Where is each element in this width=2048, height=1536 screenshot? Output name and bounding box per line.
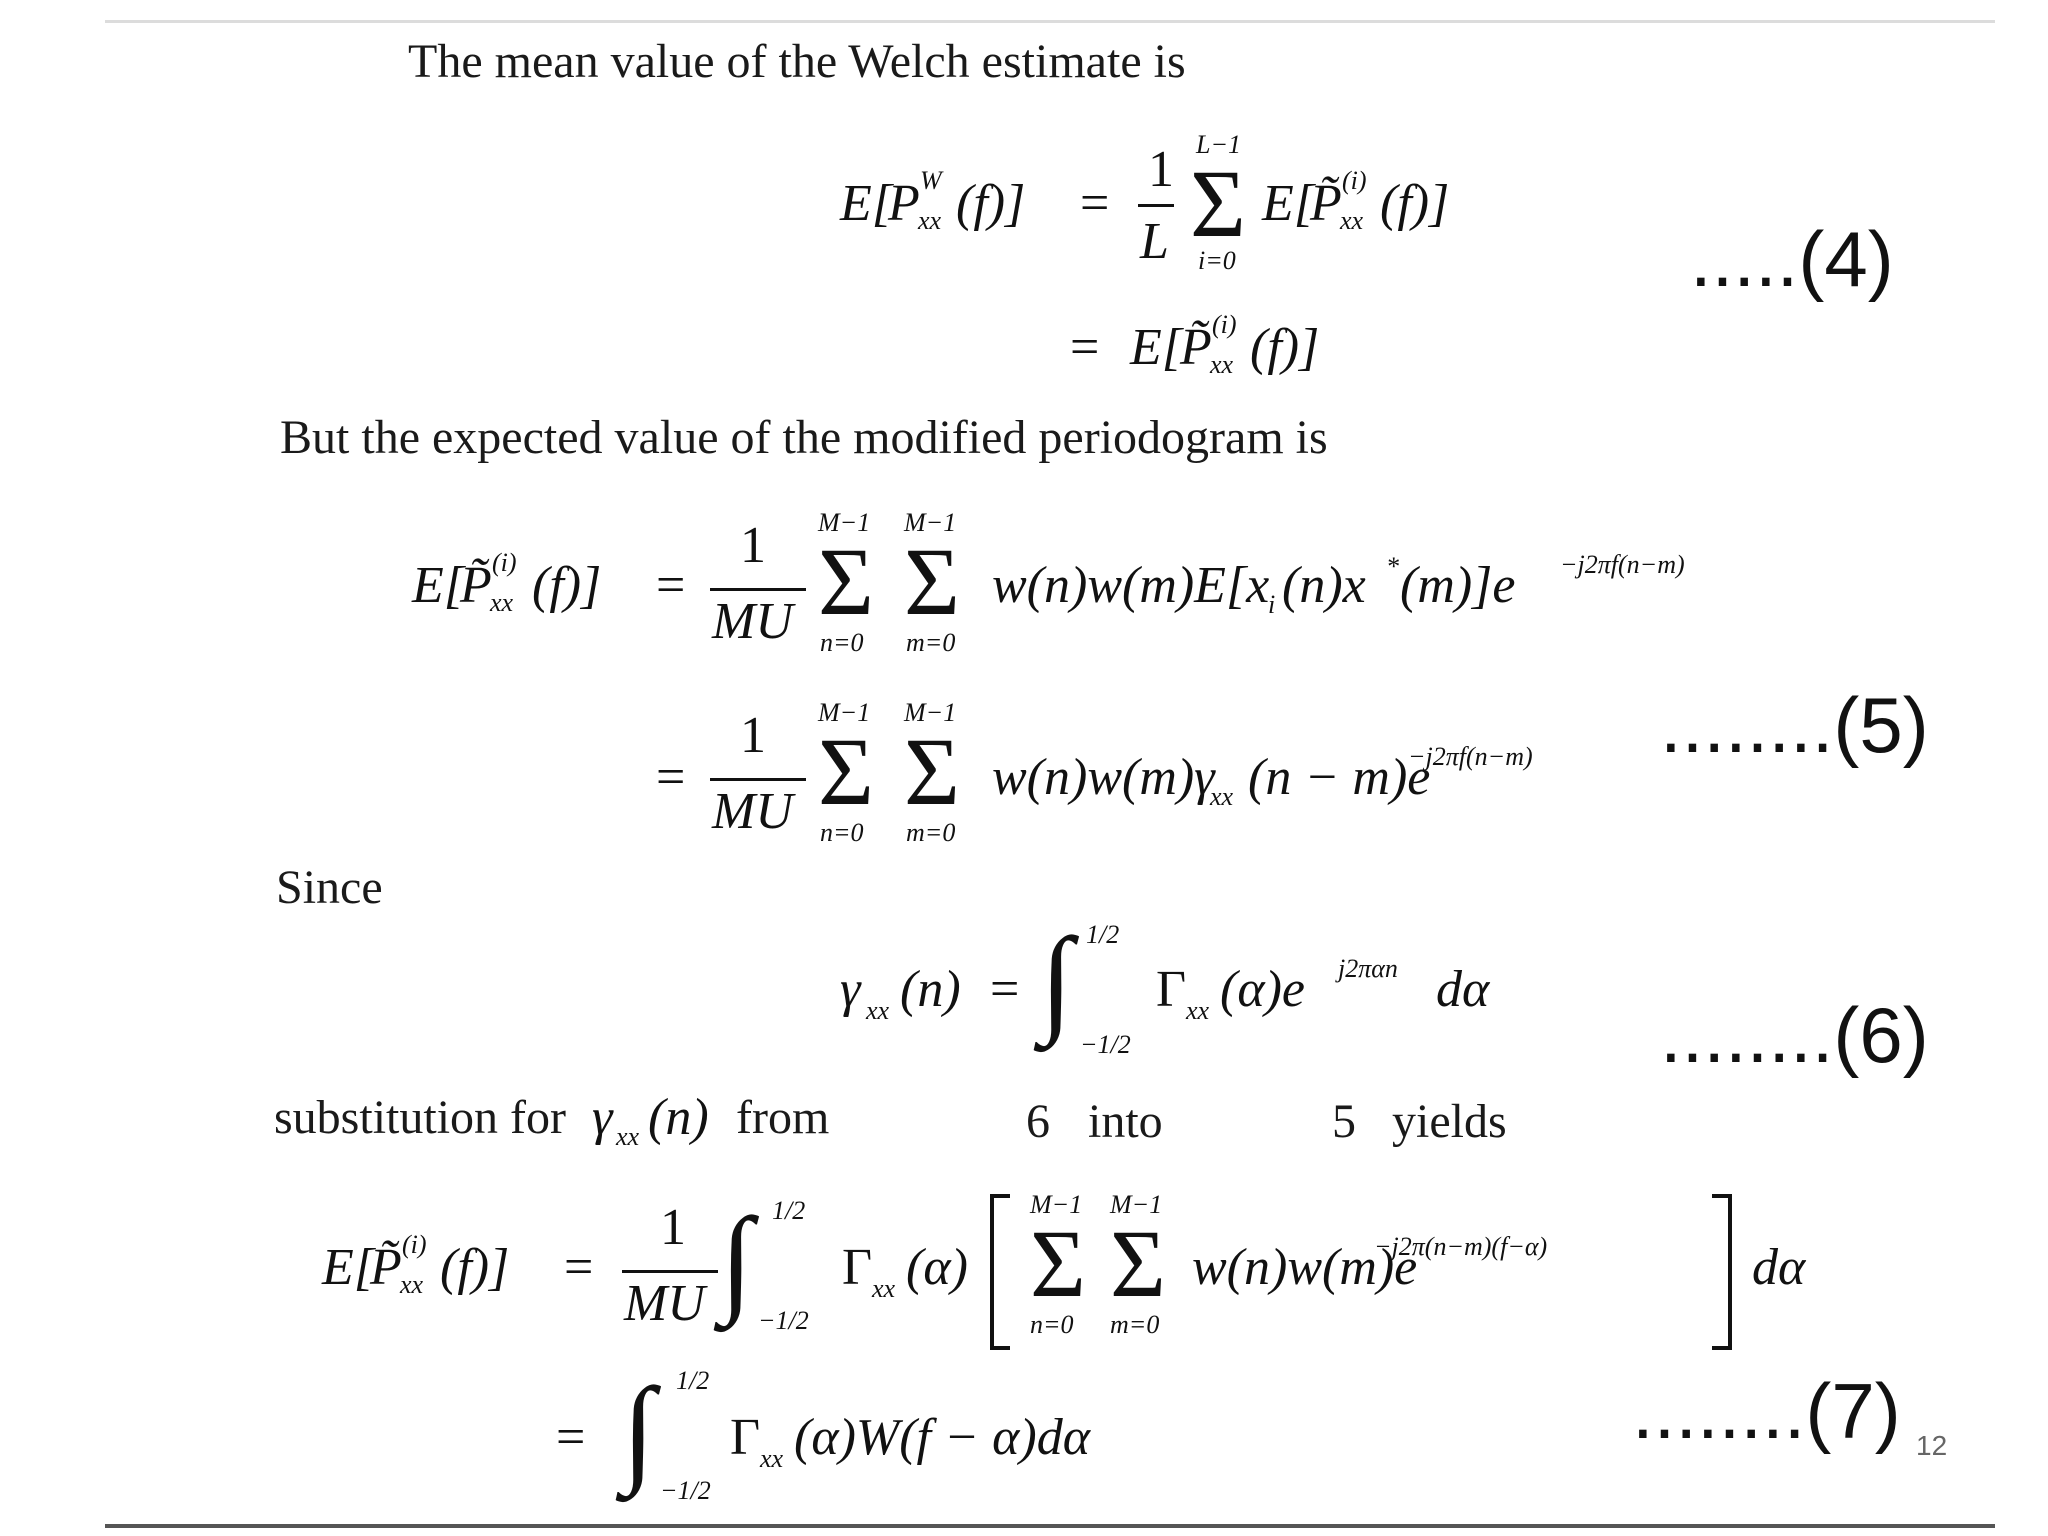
fraction-bar [1138, 204, 1174, 207]
fraction-bar [710, 778, 806, 781]
modified-periodogram-text: But the expected value of the modified p… [280, 411, 1328, 464]
left-bracket [990, 1194, 1010, 1350]
into-text: into [1088, 1095, 1163, 1148]
from-text: from [736, 1091, 830, 1144]
top-rule [105, 20, 1995, 23]
reference-6: 6 [1026, 1095, 1050, 1148]
intro-text: The mean value of the Welch estimate is [408, 35, 1186, 88]
equation-number-6: ........(6) [1660, 991, 1929, 1079]
right-bracket [1712, 1194, 1732, 1350]
fraction-bar [622, 1270, 718, 1273]
yields-text: yields [1392, 1095, 1507, 1148]
reference-5: 5 [1332, 1095, 1356, 1148]
fraction-bar [710, 588, 806, 591]
page-number: 12 [1916, 1430, 1948, 1461]
equation-number-5: ........(5) [1660, 681, 1929, 769]
substitution-text-start: substitution for [274, 1091, 567, 1144]
since-text: Since [276, 861, 383, 914]
equation-number-7: ........(7) [1632, 1367, 1901, 1455]
bottom-rule [105, 1524, 1995, 1528]
equation-number-4: .....(4) [1690, 215, 1894, 303]
